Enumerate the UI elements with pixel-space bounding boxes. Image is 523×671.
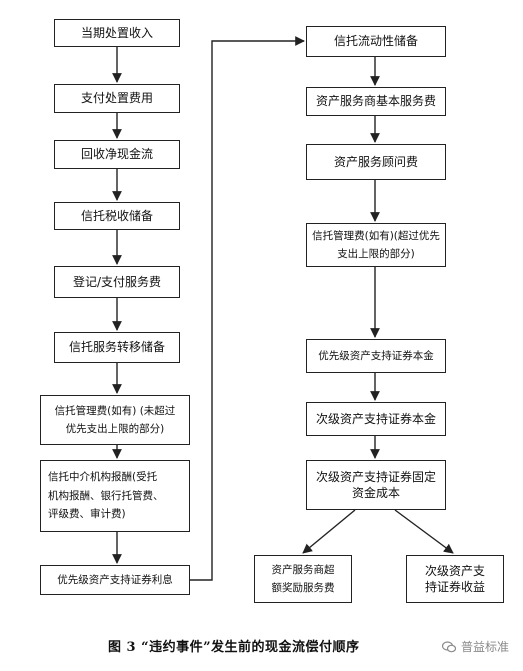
flow-step-label: 优先级资产支持证券本金 bbox=[318, 349, 434, 362]
watermark: 普益标准 bbox=[441, 638, 509, 655]
arrow-connector bbox=[190, 36, 305, 581]
flow-step-label: 回收净现金流 bbox=[80, 147, 153, 162]
flow-step-label: 信托税收储备 bbox=[80, 208, 153, 223]
flow-step-trust-liquidity-reserve: 信托流动性储备 bbox=[306, 26, 446, 57]
flow-step-label: 当期处置收入 bbox=[80, 25, 153, 40]
watermark-text: 普益标准 bbox=[460, 640, 509, 654]
flow-step-label: 资产服务顾问费 bbox=[333, 154, 418, 169]
flow-step-subordinate-fixed-cost: 次级资产支持证券固定 资金成本 bbox=[306, 460, 446, 510]
flow-step-label: 登记/支付服务费 bbox=[72, 274, 162, 289]
flow-step-label: 次级资产支 持证券收益 bbox=[424, 563, 485, 594]
flow-step-label: 信托管理费(如有) (未超过 优先支出上限的部分) bbox=[54, 404, 176, 435]
flow-step-label: 次级资产支持证券固定 资金成本 bbox=[315, 469, 436, 500]
flow-step-servicer-base-fee: 资产服务商基本服务费 bbox=[306, 87, 446, 116]
flow-step-label: 资产服务商超 额奖励服务费 bbox=[271, 563, 335, 594]
flow-step-senior-interest: 优先级资产支持证券利息 bbox=[40, 565, 190, 595]
flow-step-net-cash-recovery: 回收净现金流 bbox=[54, 140, 180, 169]
flow-step-label: 优先级资产支持证券利息 bbox=[57, 573, 173, 586]
flow-step-label: 信托服务转移储备 bbox=[68, 340, 165, 355]
arrow-branch-left bbox=[302, 509, 356, 554]
flow-step-trust-tax-reserve: 信托税收储备 bbox=[54, 202, 180, 230]
flow-step-registration-service-fee: 登记/支付服务费 bbox=[54, 266, 180, 298]
flow-step-senior-principal: 优先级资产支持证券本金 bbox=[306, 339, 446, 373]
flow-step-current-disposal-income: 当期处置收入 bbox=[54, 19, 180, 47]
flow-step-pay-disposal-costs: 支付处置费用 bbox=[54, 84, 180, 113]
flow-step-label: 信托管理费(如有)(超过优先 支出上限的部分) bbox=[312, 229, 440, 260]
flow-step-trust-management-fee-capped: 信托管理费(如有) (未超过 优先支出上限的部分) bbox=[40, 395, 190, 445]
arrow-branch-right bbox=[394, 509, 454, 554]
flow-step-subordinate-return: 次级资产支 持证券收益 bbox=[406, 555, 504, 603]
flow-step-label: 信托流动性储备 bbox=[333, 34, 418, 49]
flow-step-trust-service-transfer-reserve: 信托服务转移储备 bbox=[54, 332, 180, 363]
flow-step-label: 信托中介机构报酬(受托 机构报酬、银行托管费、 评级费、审计费) bbox=[48, 471, 164, 521]
wechat-icon bbox=[441, 640, 457, 653]
flow-step-servicer-advisor-fee: 资产服务顾问费 bbox=[306, 144, 446, 180]
flow-step-servicer-excess-incentive-fee: 资产服务商超 额奖励服务费 bbox=[254, 555, 352, 603]
flow-step-label: 资产服务商基本服务费 bbox=[315, 94, 436, 109]
flow-step-subordinate-principal: 次级资产支持证券本金 bbox=[306, 402, 446, 436]
flow-step-trust-management-fee-excess: 信托管理费(如有)(超过优先 支出上限的部分) bbox=[306, 223, 446, 267]
flow-step-label: 支付处置费用 bbox=[80, 91, 153, 106]
flow-step-label: 次级资产支持证券本金 bbox=[315, 411, 436, 426]
figure-caption: 图 3 “违约事件”发生前的现金流偿付顺序 bbox=[108, 640, 360, 655]
flow-step-intermediary-fees: 信托中介机构报酬(受托 机构报酬、银行托管费、 评级费、审计费) bbox=[40, 460, 190, 532]
